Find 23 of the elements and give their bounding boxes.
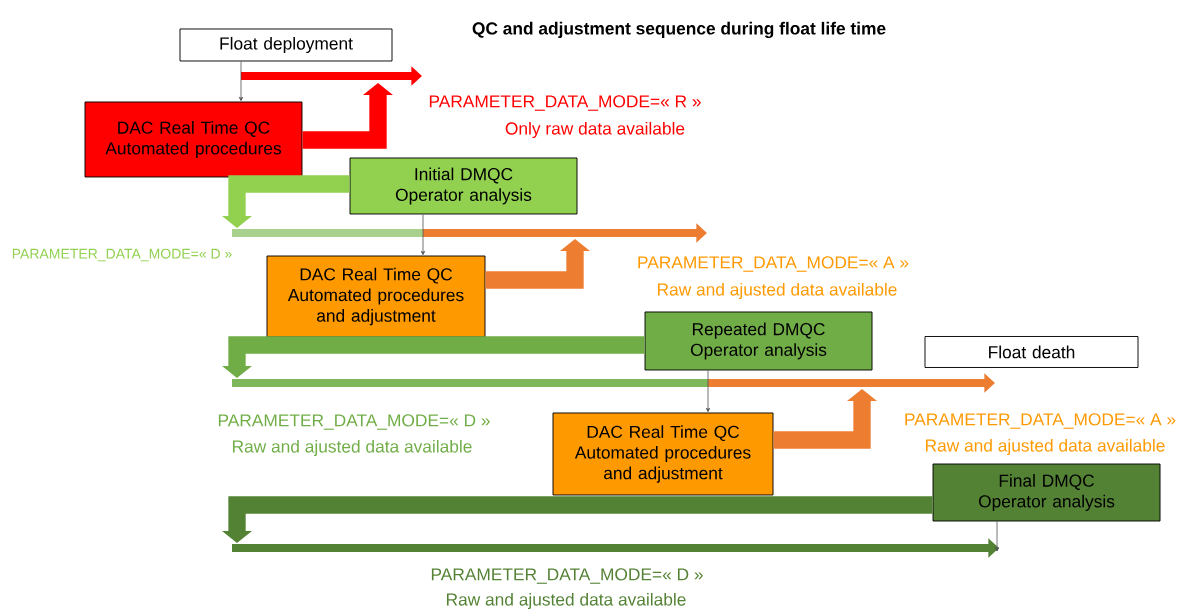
- arrow: [705, 370, 711, 413]
- process-box: DAC Real Time QC Automated procedures and adjustment: [552, 412, 774, 496]
- mode-label: PARAMETER_DATA_MODE=« R »: [429, 95, 701, 111]
- title: QC and adjustment sequence during float life time: [472, 21, 886, 39]
- mode-label: PARAMETER_DATA_MODE=« D »: [218, 414, 490, 430]
- process-box: Float death: [924, 336, 1139, 368]
- mode-label: Raw and ajusted data available: [232, 439, 472, 457]
- process-box: Float deployment: [179, 28, 393, 62]
- mode-label: PARAMETER_DATA_MODE=« A »: [638, 256, 909, 272]
- mode-label: Raw and ajusted data available: [658, 282, 897, 300]
- process-box: Initial DMQC Operator analysis: [349, 157, 578, 215]
- process-box: DAC Real Time QC Automated procedures and adjustment: [266, 255, 486, 338]
- process-box: Final DMQC Operator analysis: [932, 463, 1161, 522]
- mode-label: PARAMETER_DATA_MODE=« A »: [905, 413, 1176, 429]
- mode-label: Raw and ajusted data available: [447, 592, 686, 610]
- arrow: [420, 214, 426, 256]
- arrow: [238, 61, 244, 102]
- mode-label: PARAMETER_DATA_MODE=« D »: [12, 248, 232, 262]
- mode-label: Only raw data available: [505, 121, 685, 139]
- process-box: Repeated DMQC Operator analysis: [644, 311, 873, 371]
- arrow: [994, 521, 1000, 552]
- process-box: DAC Real Time QC Automated procedures: [84, 101, 303, 178]
- mode-label: PARAMETER_DATA_MODE=« D »: [431, 568, 703, 584]
